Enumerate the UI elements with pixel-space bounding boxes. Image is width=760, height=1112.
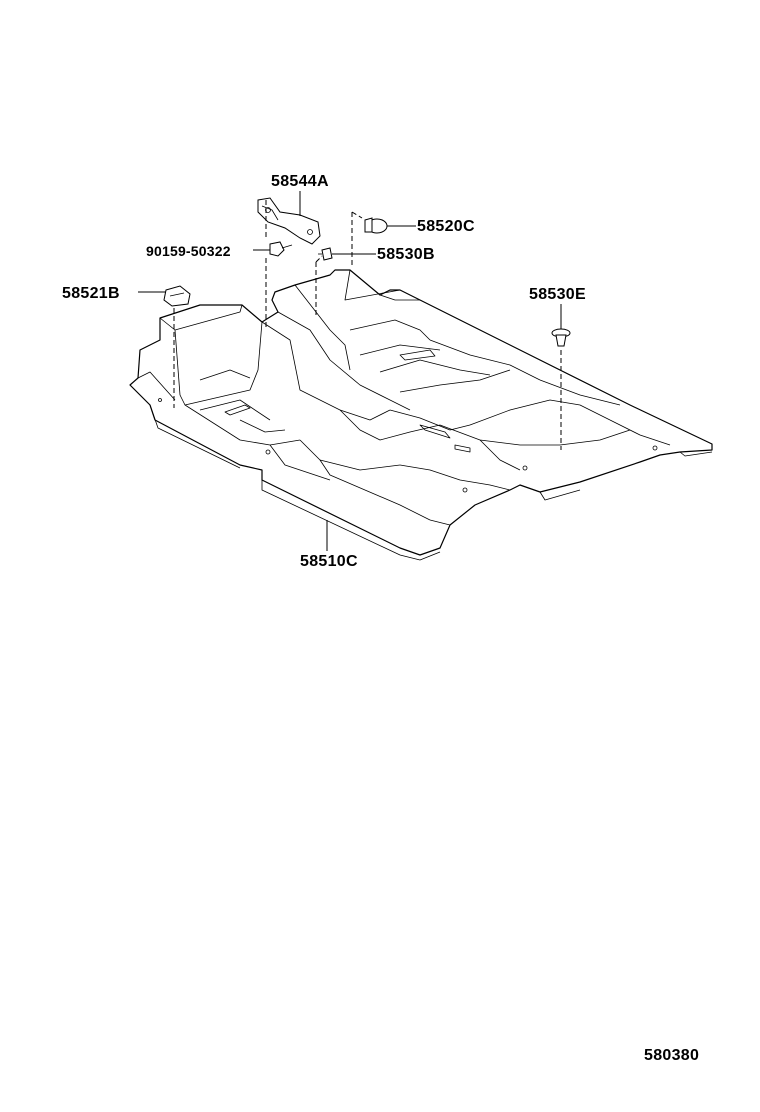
part-label-90159-50322: 90159-50322 [146, 243, 231, 259]
part-label-58544A: 58544A [271, 173, 329, 190]
clip-58521B [163, 285, 191, 307]
screw-90159-50322 [269, 241, 293, 257]
part-label-58530B: 58530B [377, 246, 435, 263]
part-label-58510C: 58510C [300, 553, 358, 570]
part-label-58520C: 58520C [417, 218, 475, 235]
bracket-58544A [257, 197, 321, 245]
clip-58530B [318, 247, 333, 261]
drawing-number: 580380 [644, 1047, 700, 1064]
clip-58530E [551, 328, 571, 347]
part-label-58521B: 58521B [62, 285, 120, 302]
attachment-lines [173, 200, 562, 450]
clip-58520C [364, 217, 388, 234]
part-label-58530E: 58530E [529, 286, 586, 303]
floor-carpet-shape [129, 269, 713, 561]
